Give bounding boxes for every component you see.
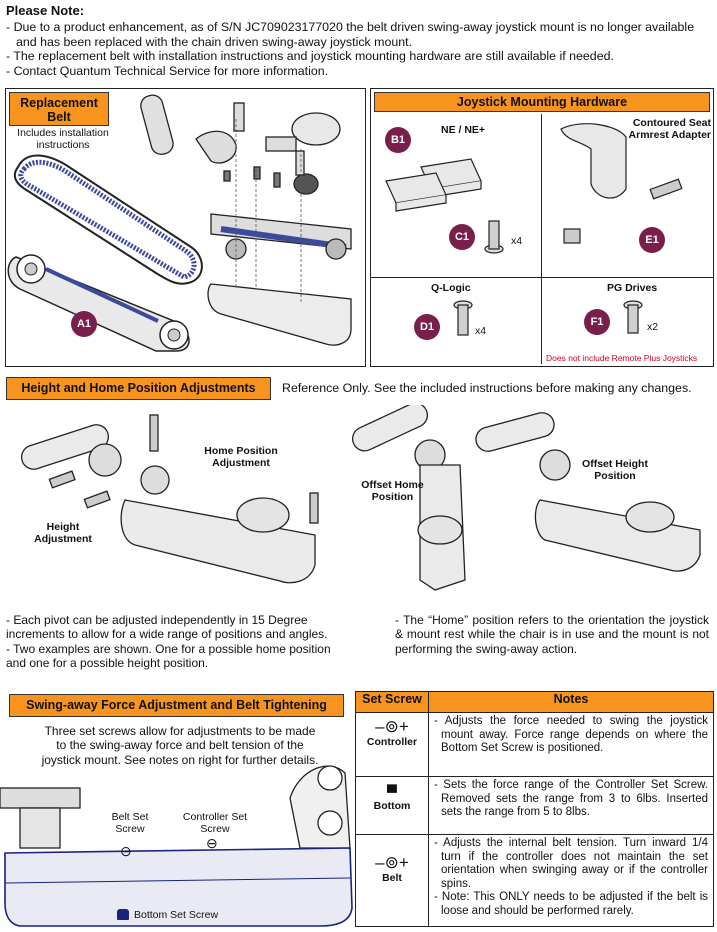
exploded-guide-lines <box>235 119 302 304</box>
swing-away-title: Swing-away Force Adjustment and Belt Tig… <box>9 694 344 717</box>
screw-c1 <box>484 220 504 254</box>
controller-screw-icon: ⊖ <box>206 835 218 851</box>
bottom-note: - Sets the force range of the Controller… <box>428 776 714 835</box>
header-notes: Notes <box>428 691 714 713</box>
badge-e1: E1 <box>639 227 665 253</box>
offset-home-label: Offset Home Position <box>361 479 424 503</box>
swing-away-description: Three set screws allow for adjustments t… <box>41 724 319 767</box>
height-adjustment-label: Height Adjustment <box>34 521 92 545</box>
ne-label: NE / NE+ <box>441 124 486 136</box>
badge-c1: C1 <box>449 224 475 250</box>
note-line: - Contact Quantum Technical Service for … <box>6 63 329 78</box>
joystick-hardware-title: Joystick Mounting Hardware <box>374 92 710 112</box>
ne-spacers <box>385 158 482 212</box>
belt-illustration <box>13 154 203 285</box>
bottom-screw-icon: ▀ <box>387 784 397 800</box>
mount-offset-height <box>475 412 701 572</box>
note-line: - Due to a product enhancement, as of S/… <box>6 20 695 49</box>
qty-c1: x4 <box>511 235 523 247</box>
joystick-hardware-panel: Joystick Mounting Hardware NE / NE+ Cont… <box>370 88 714 367</box>
belt-cell: –⊚+ Belt <box>355 834 429 927</box>
bottom-cell: ▀ Bottom <box>355 776 429 835</box>
badge-d1: D1 <box>414 314 440 340</box>
contoured-label: Contoured Seat Armrest Adapter <box>628 117 711 141</box>
belt-set-screw-label: Belt Set Screw <box>111 811 149 835</box>
swing-away-diagram <box>0 765 353 927</box>
height-home-diagrams <box>20 405 701 591</box>
screw-f1 <box>623 300 643 334</box>
mount-offset-home <box>351 405 466 591</box>
note-line: - The replacement belt with installation… <box>6 49 614 64</box>
offset-height-label: Offset Height Position <box>582 458 648 482</box>
badge-f1: F1 <box>584 309 610 335</box>
bottom-note-text: - Sets the force range of the Controller… <box>434 779 708 819</box>
replacement-belt-subtitle: Includes installation instructions <box>17 127 109 151</box>
qty-d1: x4 <box>475 325 487 337</box>
divider <box>541 114 543 364</box>
please-note-lines: - Due to a product enhancement, as of S/… <box>6 20 712 78</box>
controller-note-text: - Adjusts the force needed to swing the … <box>434 715 708 755</box>
belt-note: - Adjusts the internal belt tension. Tur… <box>428 834 714 927</box>
qlogic-label: Q-Logic <box>431 282 471 294</box>
mount-exploded-illustration <box>140 94 352 346</box>
replacement-belt-panel: Replacement Belt Includes installation i… <box>5 88 366 367</box>
reference-note: Reference Only. See the included instruc… <box>282 381 692 395</box>
pivot-line: - Each pivot can be adjusted independent… <box>6 613 328 642</box>
controller-screw-icon: –⊚+ <box>375 717 409 736</box>
controller-note: - Adjusts the force needed to swing the … <box>428 712 714 777</box>
bottom-set-screw-label: Bottom Set Screw <box>134 909 219 921</box>
replacement-belt-title: Replacement Belt <box>9 92 109 126</box>
home-adjustment-label: Home Position Adjustment <box>204 445 278 469</box>
badge-b1: B1 <box>385 127 411 153</box>
divider <box>371 277 713 279</box>
swing-arm-illustration <box>7 254 190 352</box>
controller-cell: –⊚+ Controller <box>355 712 429 777</box>
pivot-line: - Two examples are shown. One for a poss… <box>6 641 331 671</box>
armrest-adapter <box>560 123 683 244</box>
belt-screw-icon: –⊚+ <box>375 853 409 872</box>
set-screw-table: Set Screw Notes –⊚+ Controller - Adjusts… <box>355 691 714 927</box>
controller-set-screw-label: Controller Set Screw <box>182 811 248 835</box>
screw-d1 <box>453 300 473 336</box>
mount-left <box>20 414 319 584</box>
belt-note-text: - Adjusts the internal belt tension. Tur… <box>434 837 708 890</box>
belt-name: Belt <box>382 872 402 884</box>
badge-a1: A1 <box>71 311 97 337</box>
pivot-text: - Each pivot can be adjusted independent… <box>6 613 344 671</box>
qty-f1: x2 <box>647 321 659 333</box>
height-home-title: Height and Home Position Adjustments <box>6 377 271 400</box>
belt-exploded-diagram <box>7 94 352 352</box>
pg-note: Does not include Remote Plus Joysticks <box>546 353 698 363</box>
header-set-screw: Set Screw <box>355 691 429 713</box>
controller-name: Controller <box>366 736 418 748</box>
pg-label: PG Drives <box>607 282 658 294</box>
home-definition-text: - The “Home” position refers to the orie… <box>395 613 709 656</box>
bottom-screw-icon <box>117 909 129 920</box>
please-note-title: Please Note: <box>6 3 85 18</box>
bottom-name: Bottom <box>373 800 411 812</box>
hardware-illustrations <box>385 123 683 336</box>
belt-screw-icon: ⊖ <box>120 843 132 859</box>
belt-note-warning: - Note: This ONLY needs to be adjusted i… <box>434 891 708 917</box>
